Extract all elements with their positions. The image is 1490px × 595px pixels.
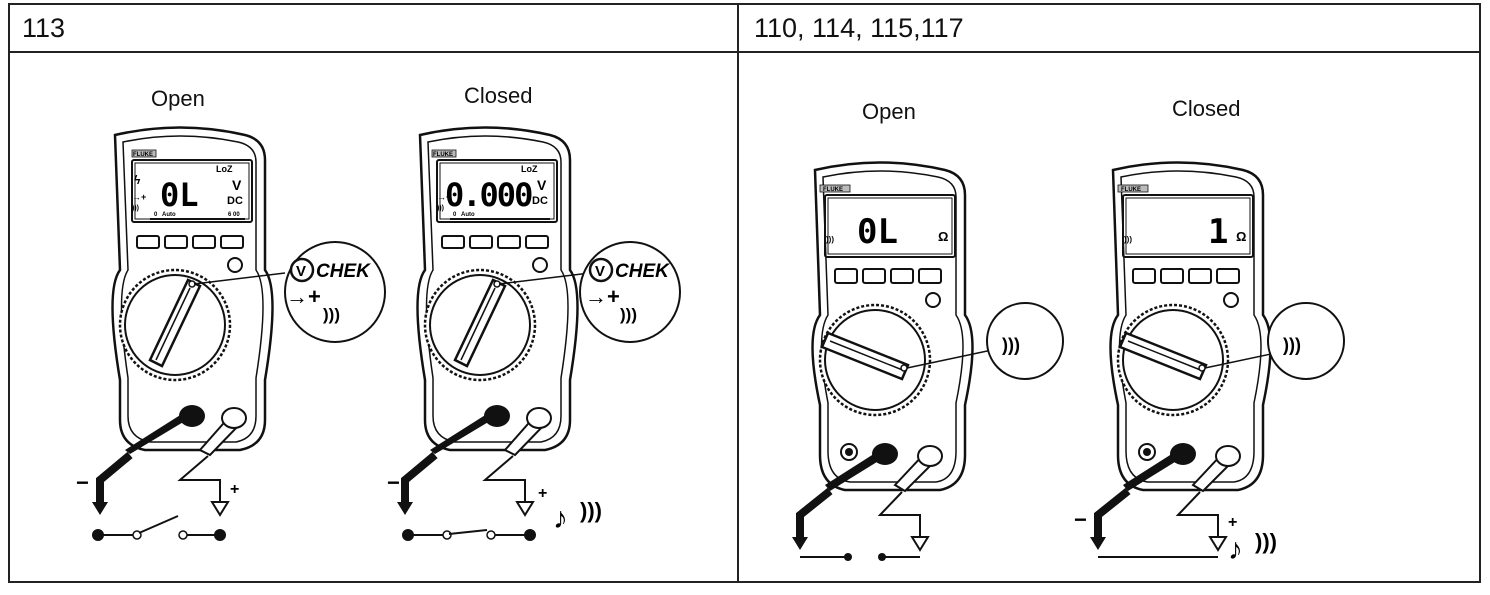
rotary-dial[interactable] [818,303,932,417]
callout-continuity: ))) [986,302,1064,380]
probe-plus-label: + [1228,514,1237,531]
vchek-logo: V [296,263,306,280]
function-button[interactable] [469,235,493,249]
function-button[interactable] [441,235,465,249]
backlight-button[interactable] [925,292,941,308]
callout-vchek: V CHEK →+ ))) [284,241,386,343]
probe-plus-label: + [538,485,547,502]
continuity-icon: ))) [826,235,834,244]
continuity-icon: ))) [620,305,637,324]
function-button[interactable] [220,235,244,249]
rotary-dial[interactable] [118,268,232,382]
loz-label: LoZ [521,164,538,174]
note-icon: ♪ [1228,533,1243,566]
unit-label: Ω [1236,229,1246,244]
caption-113-open: Open [151,86,205,111]
meter-117-closed: FLUKE 1 Ω ))) ))) − + ♪ ))) [1074,161,1345,566]
bar-start: 0 [154,212,158,218]
function-button[interactable] [497,235,521,249]
diode-icon: →+ [132,192,146,202]
unit-bottom: DC [227,195,243,207]
beep-continuity-icon: ))) [1255,529,1277,554]
function-button[interactable] [862,268,886,284]
brand-label: FLUKE [433,152,453,158]
probe-plus-label: + [230,481,239,498]
open-circuit [800,553,920,561]
bar-start: 0 [453,212,457,218]
continuity-icon: ))) [1124,235,1132,244]
brand-label: FLUKE [823,187,843,193]
backlight-button[interactable] [1223,292,1239,308]
probe-minus-label: − [76,470,89,495]
test-leads [92,405,247,517]
function-button[interactable] [1132,268,1156,284]
bar-end: 6 00 [228,212,240,218]
brand-label: FLUKE [1121,187,1141,193]
continuity-icon: ))) [1002,335,1020,355]
diode-icon: →+ [585,284,620,309]
continuity-icon: ))) [132,205,139,212]
vchek-logo: V [595,263,605,280]
probe-minus-label: − [1074,507,1087,532]
auto-label: Auto [461,212,475,218]
continuity-icon: ))) [1283,335,1301,355]
rotary-dial[interactable] [423,268,537,382]
unit-label: Ω [938,229,948,244]
function-button[interactable] [136,235,160,249]
display-value: 0.000 [445,176,532,214]
meter-117-open: FLUKE 0L Ω ))) ))) [792,161,1064,561]
caption-117-open: Open [862,99,916,124]
lightning-icon: ϟ [134,173,141,187]
callout-continuity: ))) [1267,302,1345,380]
vchek-label: CHEK [316,261,371,282]
figure-table: 113 110, 114, 115,117 [8,3,1481,583]
display-value: 0L [160,176,199,214]
beep-continuity-icon: ))) [580,498,602,523]
function-button[interactable] [1160,268,1184,284]
diode-icon: →+ [437,192,451,202]
header-divider [10,51,1479,53]
test-leads [1090,443,1241,552]
loz-label: LoZ [216,164,233,174]
function-button[interactable] [192,235,216,249]
diode-icon: →+ [286,284,321,309]
column-divider [737,5,739,581]
meter-113-closed: FLUKE LoZ 0.000 V DC →+ ))) 0 Auto V CHE… [387,126,681,541]
closed-switch [402,529,536,541]
caption-113-closed: Closed [464,83,533,108]
continuity-icon: ))) [323,305,340,324]
backlight-button[interactable] [227,257,243,273]
function-button[interactable] [918,268,942,284]
unit-top: V [232,177,242,193]
panel-113-header: 113 [22,13,66,43]
function-button[interactable] [525,235,549,249]
function-button[interactable] [890,268,914,284]
display-value: 0L [857,212,898,252]
function-button[interactable] [834,268,858,284]
display-value: 1 [1208,212,1228,252]
panel-110-117-header: 110, 114, 115,117 [754,13,964,43]
function-button[interactable] [164,235,188,249]
function-button[interactable] [1216,268,1240,284]
unit-top: V [537,177,547,193]
unit-bottom: DC [532,195,548,207]
test-leads [397,405,552,517]
auto-label: Auto [162,212,176,218]
caption-117-closed: Closed [1172,96,1241,121]
meter-113-open: FLUKE LoZ 0L V DC ϟ →+ ))) 0 Auto 6 00 V… [76,126,386,541]
vchek-label: CHEK [615,261,670,282]
brand-label: FLUKE [133,152,153,158]
backlight-button[interactable] [532,257,548,273]
rotary-dial[interactable] [1116,303,1230,417]
callout-vchek: V CHEK →+ ))) [579,241,681,343]
open-switch [92,515,226,541]
test-leads [792,443,943,552]
note-icon: ♪ [553,502,568,535]
probe-minus-label: − [387,470,400,495]
continuity-icon: ))) [437,205,444,212]
function-button[interactable] [1188,268,1212,284]
